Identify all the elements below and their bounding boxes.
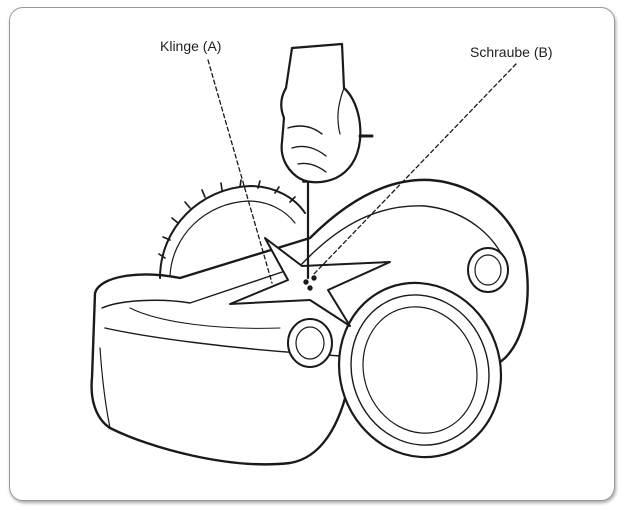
blade-label: Klinge (A) [160,38,222,54]
callout-line-screw [313,63,517,275]
cutting-blade-icon [229,237,391,327]
drive-wheel-icon [337,281,503,459]
illustration-frame: Klinge (A) Schraube (B) [9,7,615,501]
caster-wheel-icon [287,247,509,368]
callout-line-blade [207,59,273,284]
mower-blade-diagram [90,42,529,466]
drive-wheel-icon [158,179,306,279]
gloved-hand-icon [280,42,374,184]
callout-lines [207,59,517,284]
screw-label: Schraube (B) [470,44,553,60]
